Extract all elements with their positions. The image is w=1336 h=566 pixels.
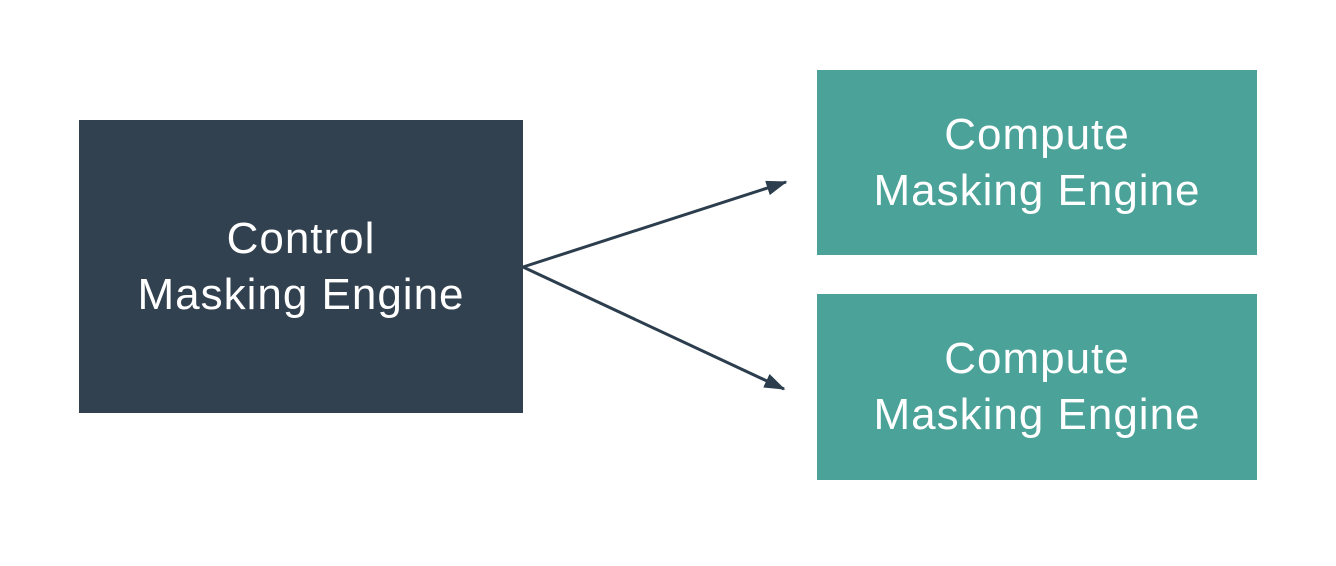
arrow-control-to-compute-bottom — [522, 265, 786, 391]
node-control-masking-engine: Control Masking Engine — [79, 120, 523, 413]
node-label-line2: Masking Engine — [873, 390, 1201, 439]
node-label-line2: Masking Engine — [873, 165, 1201, 215]
node-label-line2: Masking Engine — [137, 269, 465, 319]
node-compute-masking-engine-bottom: Compute Masking Engine — [817, 294, 1257, 480]
arrow-control-to-compute-top — [522, 180, 788, 269]
node-compute-masking-engine-top: Compute Masking Engine — [817, 70, 1257, 255]
node-label-line1: Compute — [944, 109, 1130, 159]
node-label-line1: Compute — [944, 334, 1130, 383]
node-label-line1: Control — [226, 213, 376, 263]
